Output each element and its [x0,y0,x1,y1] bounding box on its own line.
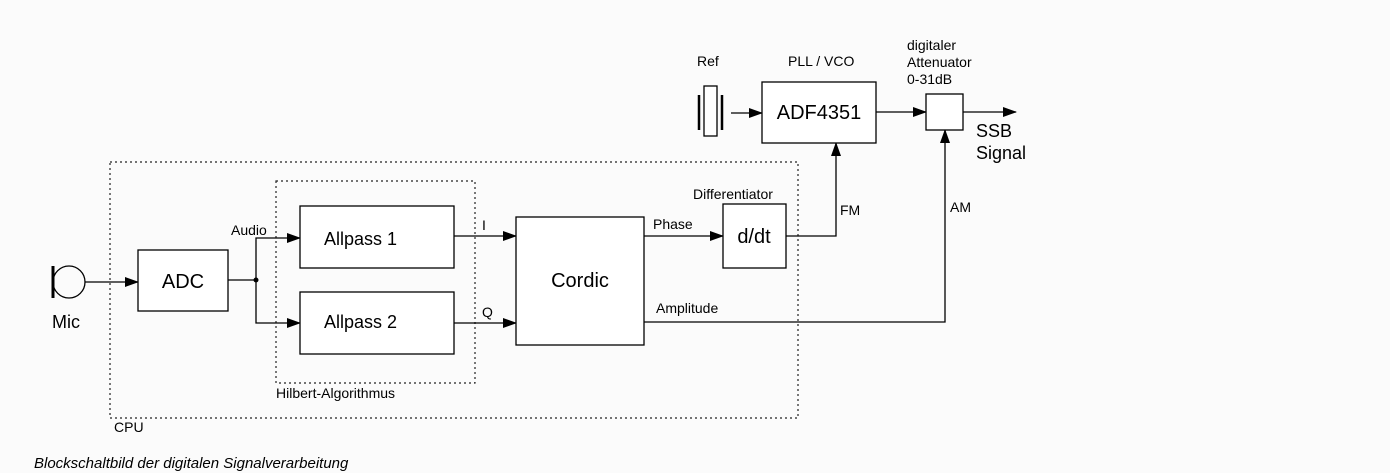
attenuator-block [925,93,964,131]
q-label: Q [482,304,493,320]
diagram-caption: Blockschaltbild der digitalen Signalvera… [34,455,349,472]
ssb-label-1: SSB [976,121,1012,141]
attenuator-label-2: Attenuator [907,54,972,70]
adf-block [761,81,877,144]
cordic-block [515,216,645,346]
wire-split-allpass2 [255,280,301,328]
adf-label: ADF4351 [777,102,862,124]
ref-label: Ref [697,53,719,69]
crystal-icon [697,85,724,137]
allpass1-block [299,205,455,269]
adc-block [137,249,229,312]
phase-label: Phase [653,216,693,232]
wire-fm [786,142,841,237]
microphone-icon [51,265,86,299]
ssb-label-2: Signal [976,143,1026,163]
attenuator-label-3: 0-31dB [907,71,952,87]
adc-label: ADC [162,271,204,293]
allpass1-label: Allpass 1 [324,229,397,249]
hilbert-group-frame [275,180,476,384]
wire-amplitude [644,129,950,323]
cpu-group-frame [109,161,799,419]
allpass2-label: Allpass 2 [324,312,397,332]
allpass2-block [299,291,455,355]
differentiator-label: Differentiator [693,186,773,202]
cpu-group-label: CPU [114,419,144,435]
fm-label: FM [840,202,860,218]
cordic-label: Cordic [551,270,609,292]
mic-label: Mic [52,312,80,332]
audio-label: Audio [231,222,267,238]
ddt-label: d/dt [737,226,771,248]
hilbert-group-label: Hilbert-Algorithmus [276,385,395,401]
pll-label: PLL / VCO [788,53,855,69]
i-label: I [482,217,486,233]
wire-split-allpass1 [255,233,301,280]
attenuator-label-1: digitaler [907,37,956,53]
amplitude-label: Amplitude [656,300,718,316]
am-label: AM [950,199,971,215]
